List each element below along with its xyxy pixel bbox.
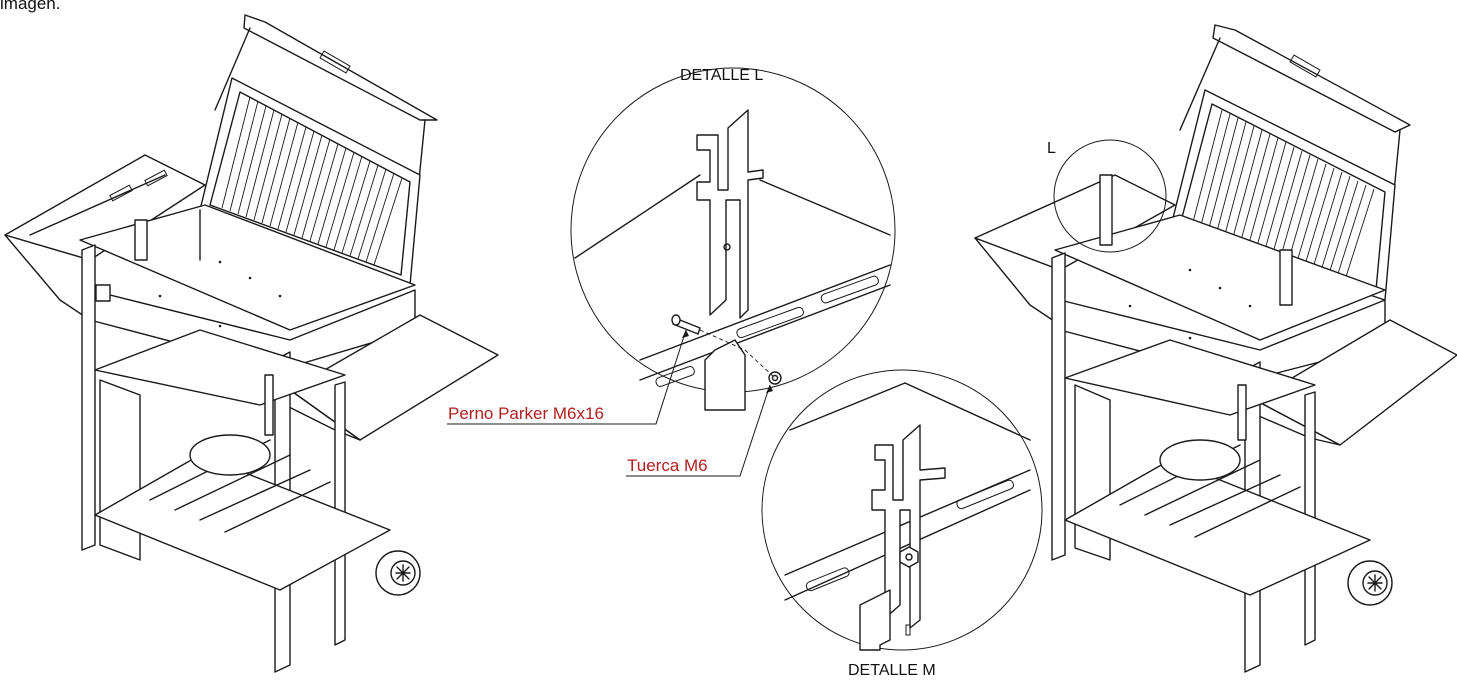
caption-fragment: imagen. xyxy=(0,0,61,13)
nut-leader-line xyxy=(626,384,771,477)
detail-m-view xyxy=(761,369,1043,651)
detail-m-title: DETALLE M xyxy=(848,662,936,679)
detail-l-title: DETALLE L xyxy=(680,67,763,84)
bolt-callout-label: Perno Parker M6x16 xyxy=(448,404,604,423)
barbecue-left xyxy=(4,14,499,673)
bolt-leader-line xyxy=(447,329,687,425)
detail-l-callout-letter: L xyxy=(1047,140,1056,157)
detail-l-marker-circle xyxy=(1053,139,1167,253)
nut-callout-label: Tuerca M6 xyxy=(627,456,708,475)
detail-l-view xyxy=(570,67,896,411)
barbecue-right xyxy=(974,24,1457,673)
